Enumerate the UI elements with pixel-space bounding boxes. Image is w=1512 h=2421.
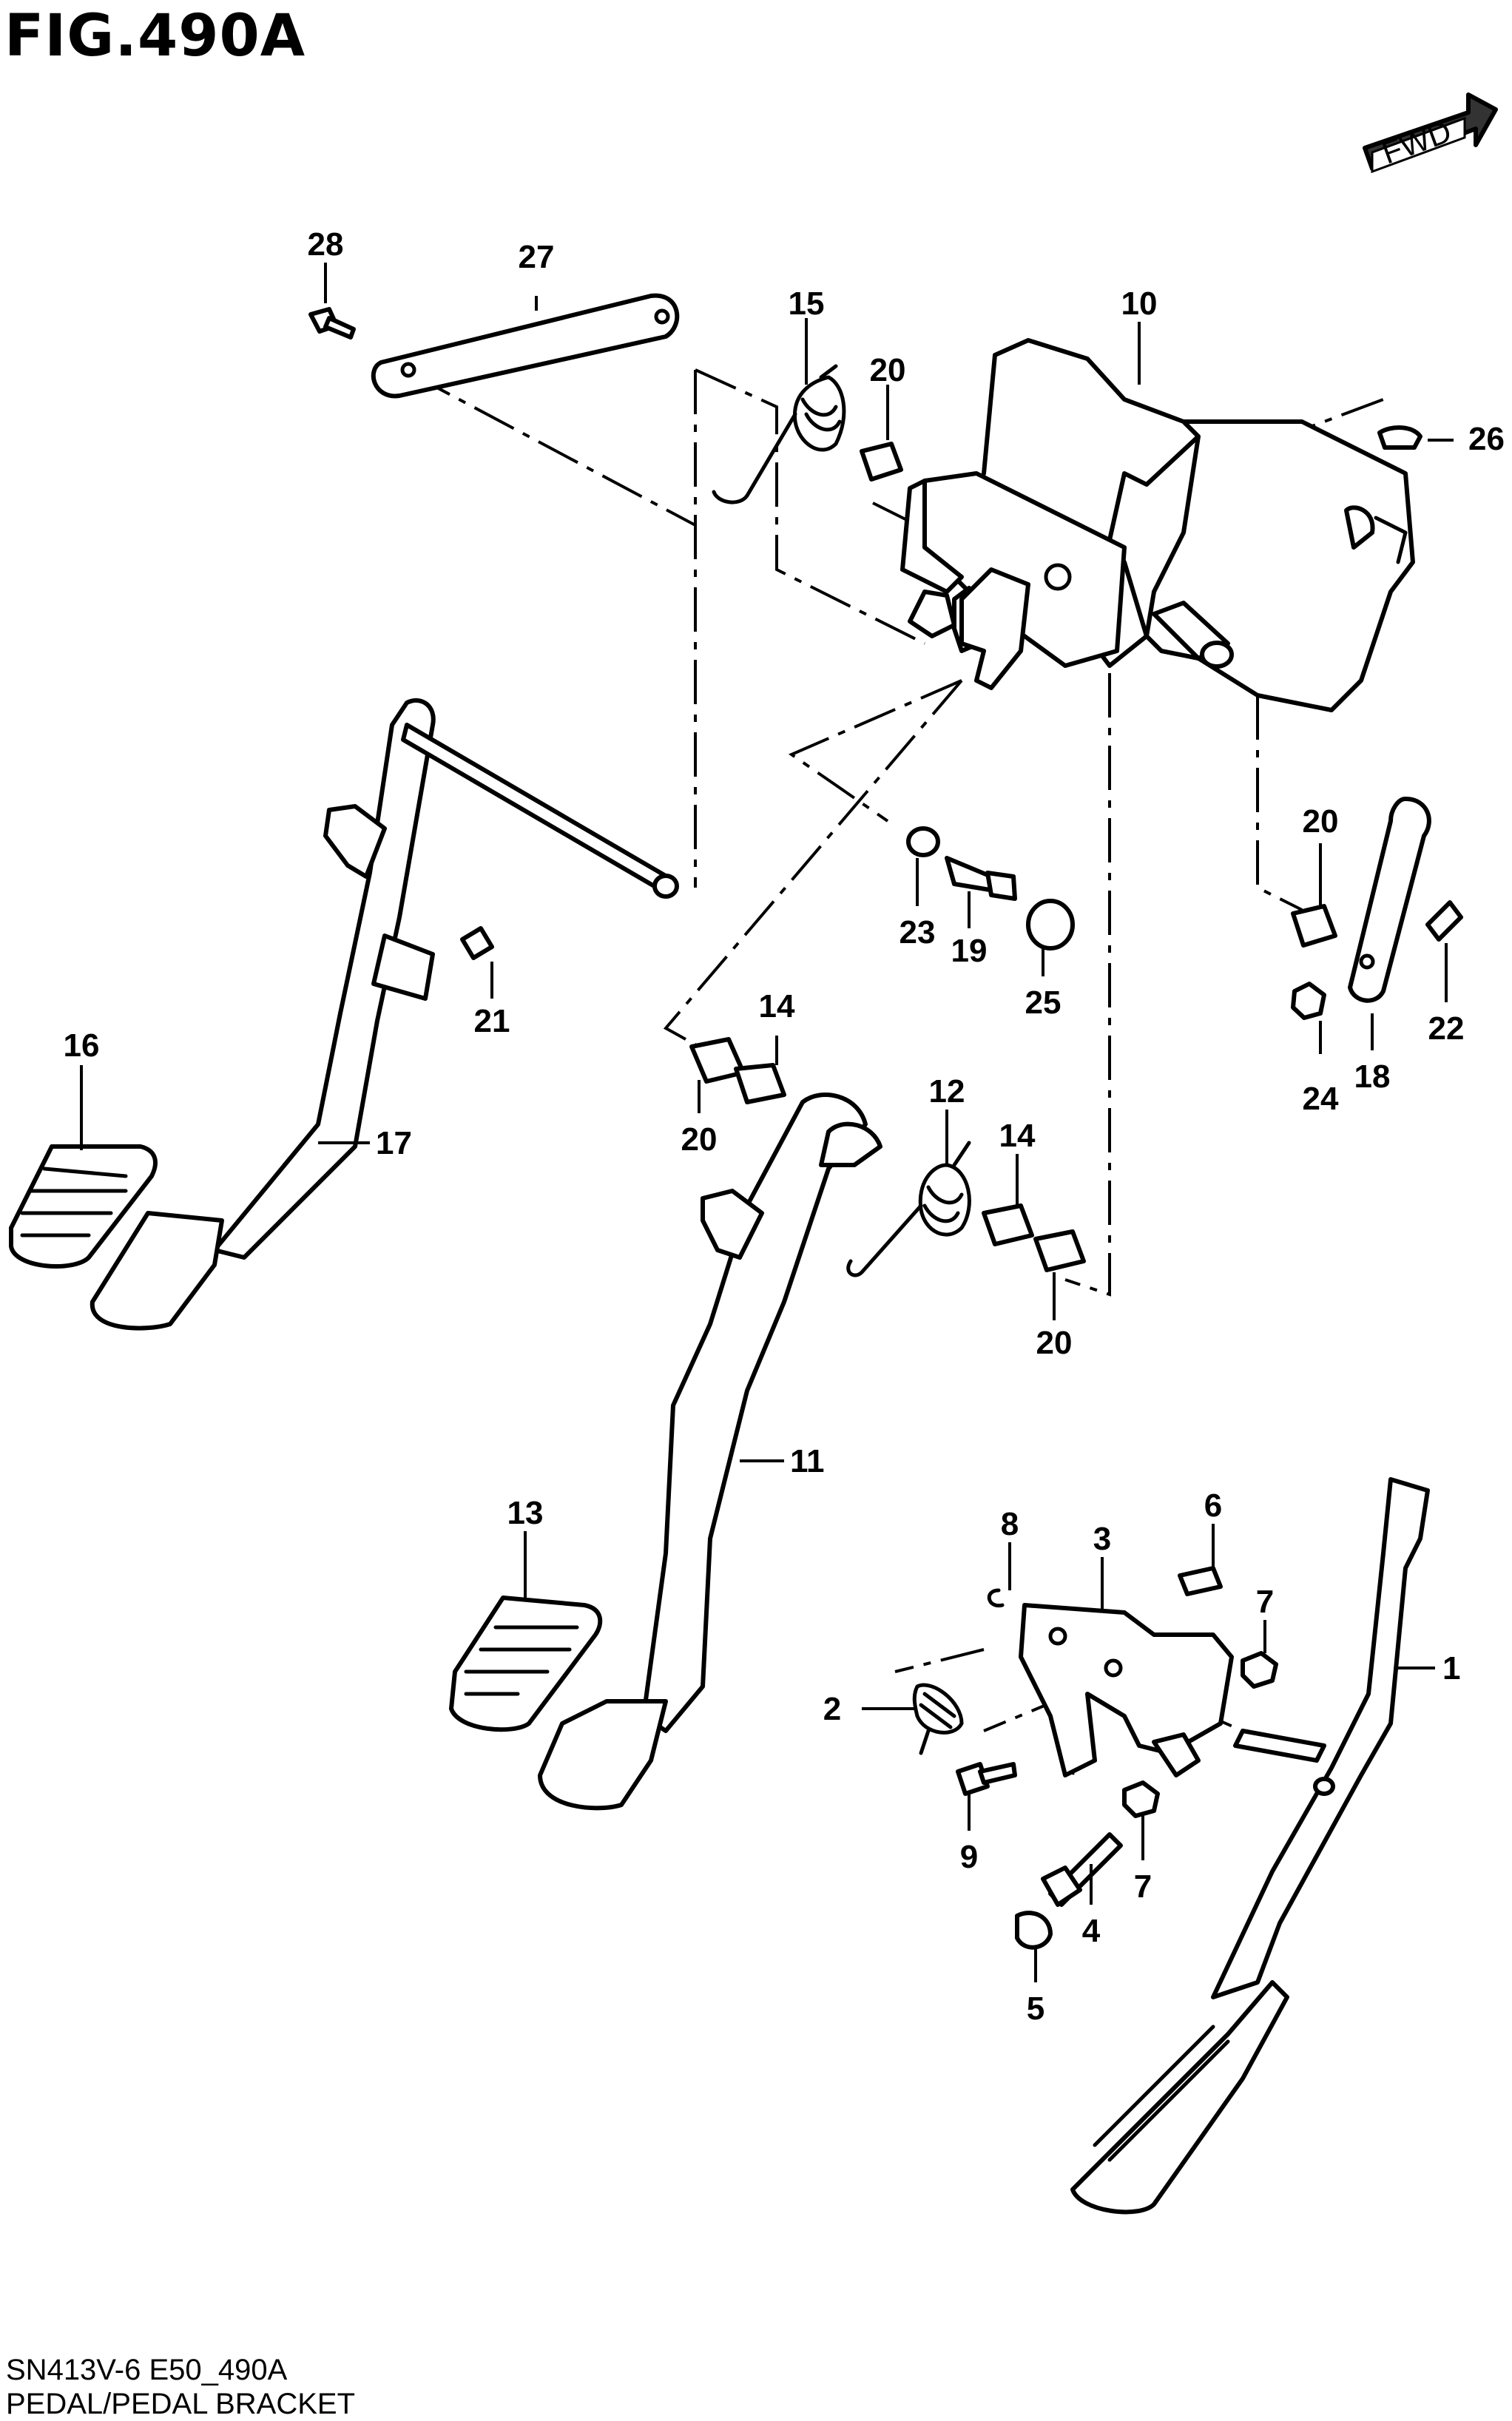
callout-4: 4 (1082, 1913, 1101, 1949)
callout-27: 27 (519, 239, 555, 275)
part-5-stopper (1015, 1911, 1053, 1950)
figure-title: FIG.490A (4, 3, 306, 70)
part-25-stopper (1026, 899, 1075, 950)
part-18-link (1348, 797, 1431, 1003)
callout-13: 13 (507, 1495, 544, 1531)
callout-22: 22 (1428, 1010, 1465, 1047)
part-7-nut-lower (1122, 1780, 1160, 1818)
leader-lines (80, 263, 1454, 1982)
part-22-bolt (1425, 900, 1463, 942)
callout-6: 6 (1204, 1488, 1222, 1524)
part-8-clip (987, 1588, 1005, 1608)
part-21-bolt (460, 926, 494, 960)
part-20-bushing-top (860, 442, 903, 482)
part-20-bushing-left (689, 1037, 746, 1084)
callout-15: 15 (789, 286, 825, 322)
callout-1: 1 (1442, 1650, 1460, 1686)
callout-7-lower: 7 (1134, 1868, 1152, 1905)
callout-21: 21 (474, 1003, 510, 1039)
part-14-bushing-left (734, 1063, 786, 1104)
callout-14-right: 14 (999, 1118, 1036, 1154)
callout-16: 16 (64, 1027, 100, 1064)
part-3-accelerator-bracket (1019, 1603, 1234, 1777)
part-19-bolt (945, 856, 1017, 901)
callout-28: 28 (308, 226, 344, 263)
callout-2: 2 (823, 1691, 841, 1727)
callout-25: 25 (1025, 985, 1062, 1021)
callout-labels: 28 27 15 20 10 26 20 23 19 25 21 22 18 2… (64, 226, 1505, 2027)
forward-arrow-icon: FWD (1363, 92, 1498, 174)
callout-18: 18 (1354, 1058, 1391, 1095)
callout-7-upper: 7 (1256, 1584, 1274, 1620)
callout-10: 10 (1121, 286, 1158, 322)
part-17-clutch-pedal (90, 698, 679, 1331)
callout-14-left: 14 (759, 988, 795, 1024)
callout-17: 17 (376, 1125, 412, 1161)
callout-8: 8 (1001, 1506, 1019, 1542)
part-9-bolt (956, 1762, 1017, 1796)
part-26-clip (1377, 425, 1422, 450)
part-23-collar (906, 826, 940, 857)
figure-code: SN413V-6 E50_490A (6, 2354, 288, 2386)
part-15-spring (712, 364, 846, 504)
part-13-pedal-pad (449, 1596, 603, 1732)
callout-23: 23 (900, 914, 936, 950)
part-20-bushing-lower (1033, 1229, 1086, 1272)
part-11-brake-pedal (538, 1093, 882, 1811)
part-6-bolt (1178, 1566, 1223, 1596)
callout-11: 11 (790, 1443, 825, 1479)
callout-26: 26 (1468, 421, 1505, 457)
callout-12: 12 (929, 1073, 965, 1110)
part-1-accelerator-pedal (1070, 1477, 1430, 2215)
part-12-spring (846, 1141, 971, 1277)
part-27-strap (371, 293, 680, 399)
callout-20-top: 20 (870, 352, 906, 388)
fwd-label: FWD (1377, 114, 1456, 171)
part-14-bushing-right (982, 1203, 1034, 1246)
callout-9: 9 (960, 1839, 978, 1875)
part-4-adjust-bolt (1041, 1832, 1123, 1907)
part-20-bushing-right (1291, 904, 1337, 948)
figure-caption: PEDAL/PEDAL BRACKET (6, 2388, 356, 2420)
part-2-return-spring (912, 1683, 964, 1755)
part-28-bolt (308, 307, 356, 340)
callout-3: 3 (1093, 1521, 1111, 1557)
part-7-nut-upper (1241, 1651, 1278, 1689)
part-24-nut (1291, 982, 1326, 1020)
callout-5: 5 (1027, 1991, 1044, 2027)
part-10-pedal-bracket (900, 338, 1415, 712)
callout-24: 24 (1303, 1081, 1339, 1117)
callout-20-left: 20 (681, 1121, 718, 1158)
callout-20-lower: 20 (1036, 1325, 1073, 1361)
callout-19: 19 (951, 933, 988, 969)
part-16-pedal-pad (9, 1144, 158, 1269)
callout-20-right: 20 (1303, 803, 1339, 840)
